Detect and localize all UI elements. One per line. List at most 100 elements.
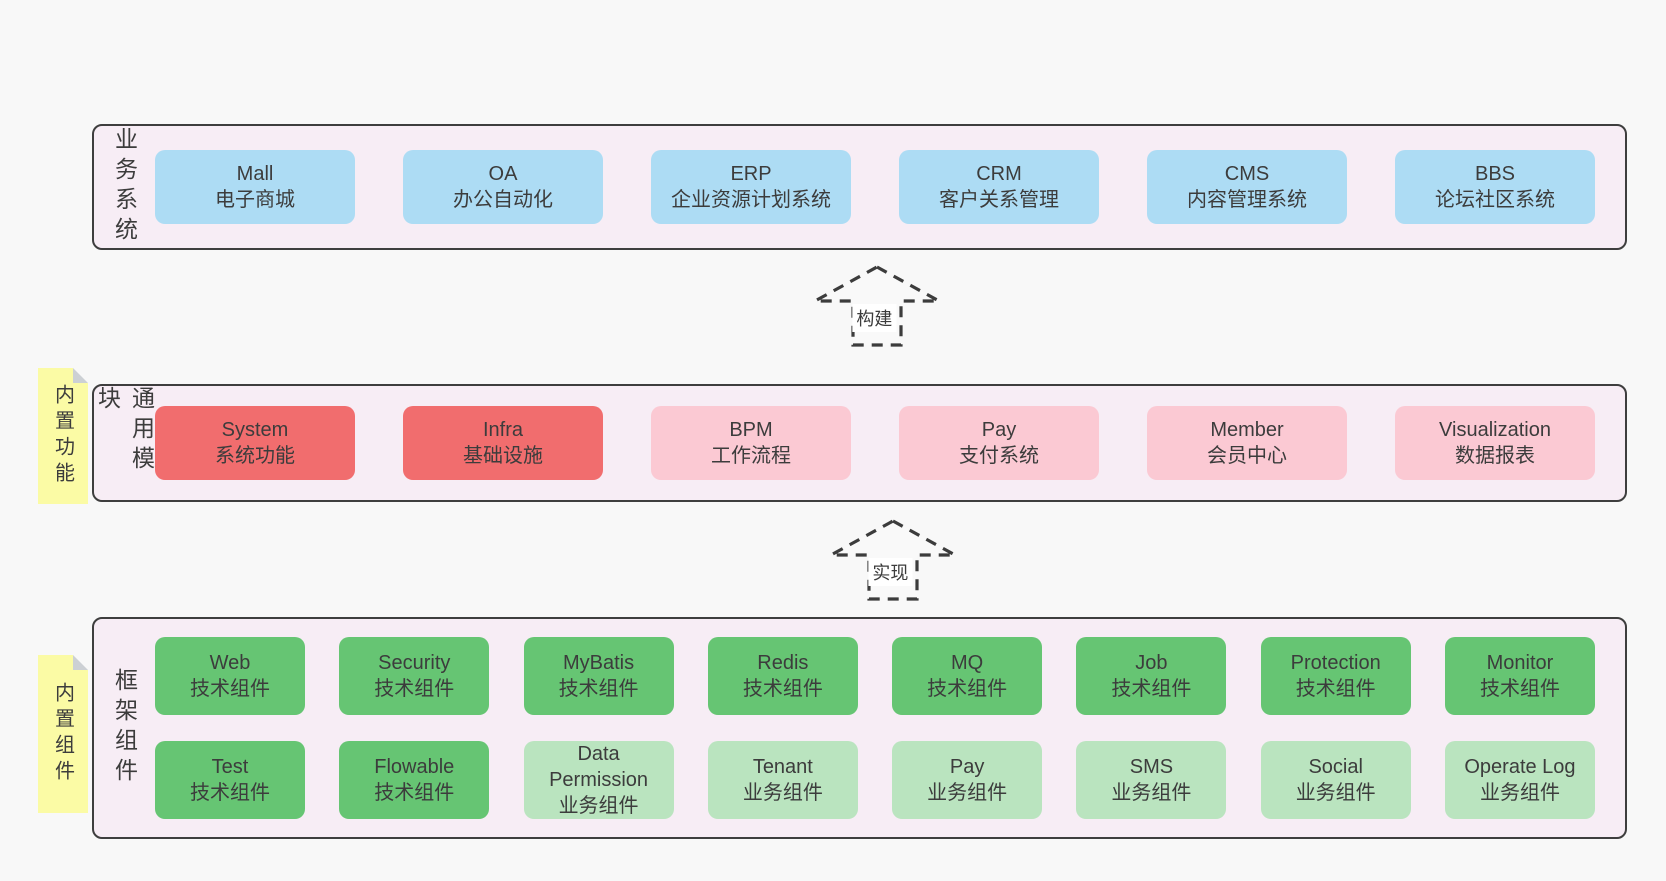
box-title: Job [1135,652,1168,674]
box-subtitle: 技术组件 [1295,678,1376,700]
box-subtitle: 基础设施 [463,445,543,467]
box-crm: CRM 客户关系管理 [899,150,1099,224]
box-pay: Pay 支付系统 [899,406,1099,480]
build-arrow-label: 构建 [852,304,897,332]
section-label-common-modules: 通用模块 [94,386,155,476]
box-title: Security [378,652,451,674]
box-title: Pay [949,756,985,778]
box-subtitle: 业务组件 [558,795,639,817]
box-mall: Mall 电子商城 [155,150,355,224]
section-label-framework-components: 框架组件 [111,668,138,788]
box-subtitle: 系统功能 [215,445,295,467]
box-redis: Redis 技术组件 [707,637,858,715]
box-subtitle: 技术组件 [1479,678,1560,700]
box-subtitle: 业务组件 [1295,782,1376,804]
box-subtitle: 企业资源计划系统 [671,189,831,211]
box-member: Member 会员中心 [1147,406,1347,480]
box-sms: SMS 业务组件 [1076,741,1227,819]
implement-arrow-label: 实现 [868,558,913,586]
box-subtitle: 论坛社区系统 [1435,189,1555,211]
box-erp: ERP 企业资源计划系统 [651,150,851,224]
box-title: Pay [981,419,1017,441]
box-title: Visualization [1439,419,1551,441]
build-arrow: 构建 [812,264,942,348]
box-subtitle: 内容管理系统 [1187,189,1307,211]
box-pay: Pay 业务组件 [892,741,1043,819]
box-job: Job 技术组件 [1076,637,1227,715]
box-subtitle: 技术组件 [190,678,270,700]
box-subtitle: 业务组件 [1111,782,1192,804]
box-monitor: Monitor 技术组件 [1444,637,1595,715]
box-subtitle: 技术组件 [1111,678,1192,700]
box-social: Social 业务组件 [1260,741,1411,819]
box-title: System [221,419,289,441]
sticky-note-built-in-features: 内置功能 [38,368,88,504]
business-systems-rows: Mall 电子商城 OA 办公自动化 ERP 企业资源计划系统 CRM 客户关系管理 CMS 内容… [155,126,1625,248]
box-tenant: Tenant 业务组件 [707,741,858,819]
box-title: CRM [976,163,1022,185]
sticky-note-built-in-components: 内置组件 [38,655,88,813]
box-title: Member [1210,419,1284,441]
box-subtitle: 技术组件 [374,678,455,700]
component-row: Mall 电子商城 OA 办公自动化 ERP 企业资源计划系统 CRM 客户关系管理 CMS 内容… [155,150,1595,224]
box-title: SMS [1129,756,1174,778]
box-subtitle: 支付系统 [959,445,1039,467]
box-title: BPM [729,419,773,441]
box-cms: CMS 内容管理系统 [1147,150,1347,224]
box-title: ERP [730,163,772,185]
box-subtitle: 数据报表 [1455,445,1535,467]
box-title: Tenant [752,756,813,778]
box-subtitle: 工作流程 [711,445,791,467]
box-subtitle: 业务组件 [742,782,823,804]
box-security: Security 技术组件 [339,637,490,715]
box-subtitle: 技术组件 [374,782,455,804]
box-oa: OA 办公自动化 [403,150,603,224]
box-title: CMS [1224,163,1270,185]
section-label-business-systems: 业务系统 [111,127,138,247]
box-title: Mall [236,163,274,185]
box-subtitle: 办公自动化 [453,189,553,211]
box-title: Social [1308,756,1363,778]
box-subtitle: 电子商城 [215,189,295,211]
box-operate-log: Operate Log 业务组件 [1444,741,1595,819]
box-subtitle: 技术组件 [190,782,270,804]
box-subtitle: 业务组件 [927,782,1008,804]
box-title: Web [209,652,251,674]
box-flowable: Flowable 技术组件 [339,741,490,819]
box-title: Protection [1290,652,1381,674]
box-subtitle: 会员中心 [1207,445,1287,467]
implement-arrow: 实现 [828,518,958,602]
box-visualization: Visualization 数据报表 [1395,406,1595,480]
box-title: OA [488,163,518,185]
box-title: Flowable [374,756,455,778]
box-title: MyBatis [563,652,635,674]
box-system: System 系统功能 [155,406,355,480]
box-title: Data Permission [549,743,649,791]
box-protection: Protection 技术组件 [1260,637,1411,715]
box-subtitle: 技术组件 [742,678,823,700]
box-title: Test [211,756,249,778]
box-data-permission: Data Permission 业务组件 [523,741,674,819]
box-title: Monitor [1486,652,1554,674]
box-title: MQ [951,652,984,674]
box-subtitle: 技术组件 [558,678,639,700]
box-mybatis: MyBatis 技术组件 [523,637,674,715]
box-title: Redis [757,652,809,674]
box-web: Web 技术组件 [155,637,305,715]
box-test: Test 技术组件 [155,741,305,819]
section-business-systems: 业务系统 Mall 电子商城 OA 办公自动化 ERP 企业资源计划系统 CRM 客户关系管理… [92,124,1627,250]
box-subtitle: 业务组件 [1479,782,1560,804]
box-title: Operate Log [1464,756,1576,778]
box-subtitle: 客户关系管理 [939,189,1059,211]
